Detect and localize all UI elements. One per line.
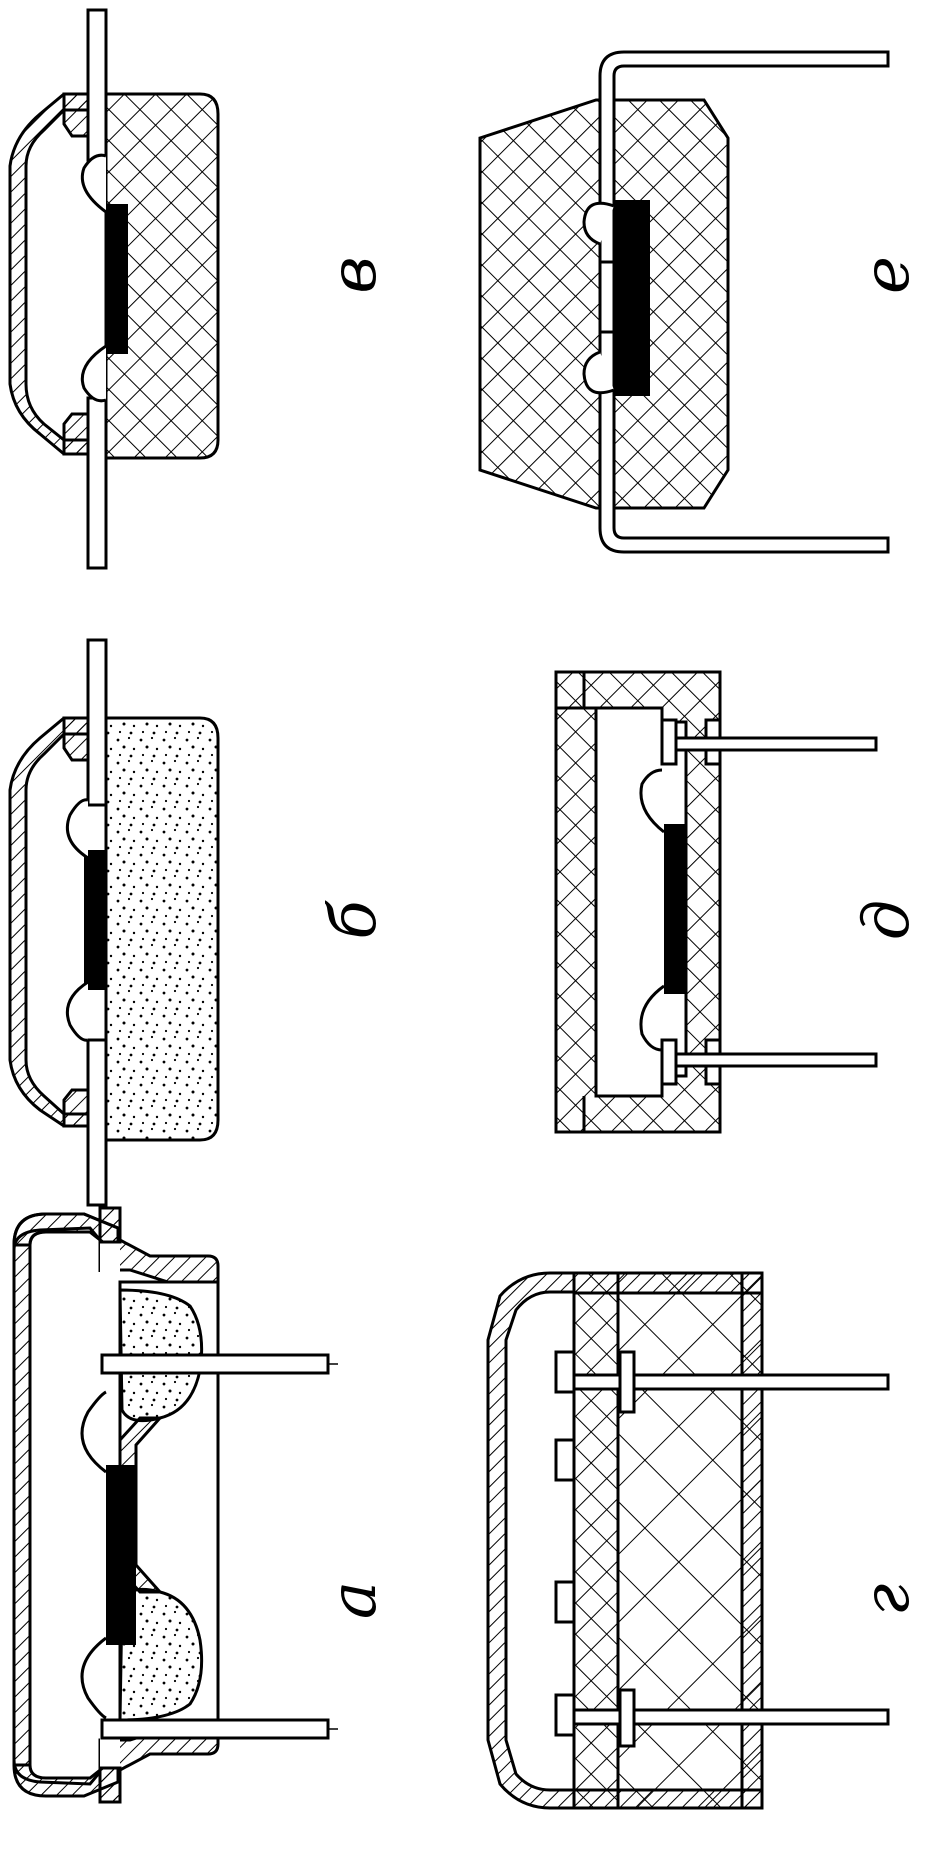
panel-a (12, 1206, 338, 1804)
panel-label-v: в (317, 256, 391, 293)
panel-a-die (106, 1465, 136, 1645)
panel-b-lead-top (86, 638, 108, 807)
panel-b (8, 638, 220, 1207)
panel-label-b: б (317, 900, 391, 940)
panel-d-lead-top (674, 736, 878, 752)
panel-d-lead-bottom (674, 1052, 878, 1068)
panel-label-g: г (850, 1584, 924, 1616)
panel-v-die (106, 204, 128, 354)
panel-d (554, 670, 878, 1134)
panel-g (486, 1271, 890, 1810)
panel-v-lead-top (86, 8, 108, 162)
panel-v-lead-bottom (86, 396, 108, 570)
panel-e-die (614, 200, 650, 396)
panel-label-e: е (850, 256, 924, 294)
panel-g-base (616, 1271, 764, 1810)
panel-a-lead-left (100, 1353, 330, 1375)
panel-b-body (104, 716, 220, 1142)
panel-d-die (664, 824, 686, 994)
panel-label-d: д (850, 900, 924, 941)
panel-g-lead-left (572, 1373, 890, 1391)
panel-b-lead-bottom (86, 1038, 108, 1207)
panel-v-body (104, 92, 220, 460)
panel-v (8, 8, 220, 570)
panel-g-lead-right (572, 1708, 890, 1726)
panel-a-lead-right (100, 1718, 330, 1740)
panel-e (478, 50, 890, 554)
panel-label-a: а (317, 1581, 391, 1619)
panel-b-die (84, 850, 106, 990)
